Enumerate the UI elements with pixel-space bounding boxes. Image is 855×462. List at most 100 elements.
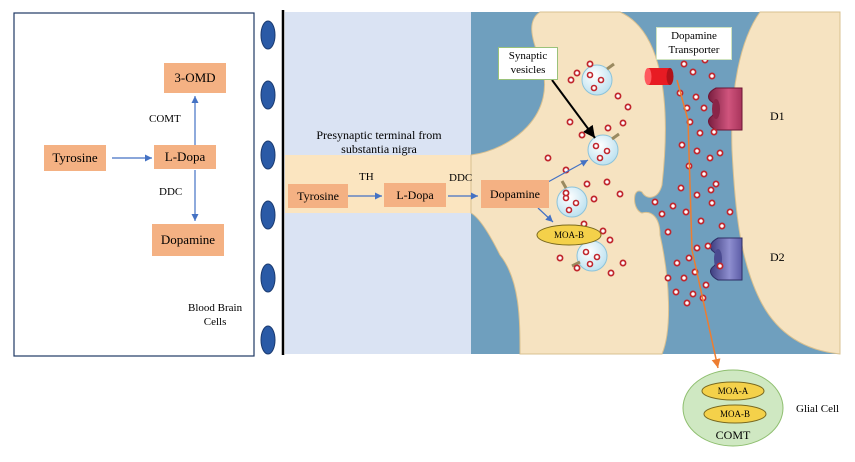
- dopamine-molecule: [682, 208, 690, 216]
- vesicles-label-line1: Synaptic: [508, 50, 548, 62]
- dopamine-molecule: [716, 149, 724, 157]
- arrow-dopamine-vesicle: [547, 159, 589, 183]
- dopamine-molecule: [607, 269, 615, 277]
- bbb-label-line1: Blood Brain: [188, 302, 243, 314]
- dopamine-molecule: [693, 244, 701, 252]
- dopamine-molecule: [619, 119, 627, 127]
- dopamine-molecule: [556, 254, 564, 262]
- th-label: TH: [359, 171, 374, 183]
- dopamine-molecule: [651, 198, 659, 206]
- dopamine-molecule: [689, 290, 697, 298]
- glial-cell-label: Glial Cell: [796, 403, 840, 415]
- uptake-line: [676, 79, 721, 369]
- arrow-dopamine-moab: [537, 207, 554, 223]
- synaptic-vesicles: [556, 62, 620, 272]
- d1-receptor: [708, 87, 743, 131]
- dopamine-molecule: [567, 76, 575, 84]
- transporter-label: Dopamine Transporter: [656, 27, 732, 60]
- presynaptic-title-line2: substantia nigra: [341, 142, 417, 156]
- vesicles-label: Synaptic vesicles: [498, 47, 558, 80]
- ldopa-box: L-Dopa: [154, 145, 216, 169]
- d2-receptor: [710, 237, 743, 281]
- dopamine-molecule: [562, 189, 570, 197]
- dopamine-molecule: [710, 128, 718, 136]
- dopamine-molecule: [578, 131, 586, 139]
- dopamine-molecule: [685, 254, 693, 262]
- dopamine-molecule: [693, 191, 701, 199]
- blood-brain-cells-label: Blood Brain Cells: [188, 301, 242, 329]
- glial-moa-b: [703, 404, 767, 424]
- dopamine-molecules: [544, 56, 734, 307]
- dopamine-molecule: [664, 274, 672, 282]
- d2-label: D2: [770, 250, 785, 264]
- dopamine-molecule: [718, 222, 726, 230]
- dopamine-molecule: [678, 141, 686, 149]
- dopamine-molecule: [707, 186, 715, 194]
- dopamine-molecule: [573, 264, 581, 272]
- dopamine-molecule: [669, 202, 677, 210]
- presynaptic-title: Presynaptic terminal from substantia nig…: [292, 128, 466, 156]
- dopamine-molecule: [683, 299, 691, 307]
- dopamine-molecule: [708, 199, 716, 207]
- dopamine-molecule: [614, 92, 622, 100]
- dopamine-molecule: [712, 180, 720, 188]
- dopamine-molecule: [604, 124, 612, 132]
- pre-dopamine-box: Dopamine: [481, 180, 549, 208]
- dopamine-molecule: [619, 259, 627, 267]
- dopamine-molecule: [706, 154, 714, 162]
- transporter-label-line1: Dopamine: [671, 30, 717, 42]
- pre-ddc-label: DDC: [449, 172, 473, 184]
- dopamine-molecule: [544, 154, 552, 162]
- glial-moa-a-label: MOA-A: [717, 386, 749, 396]
- dopamine-molecule: [624, 103, 632, 111]
- dopamine-molecule: [664, 228, 672, 236]
- dopamine-molecule: [603, 178, 611, 186]
- dopamine-molecule: [696, 129, 704, 137]
- dopamine-molecule: [673, 259, 681, 267]
- presynaptic-title-line1: Presynaptic terminal from: [316, 128, 442, 142]
- d1-label: D1: [770, 109, 785, 123]
- dopamine-molecule: [590, 195, 598, 203]
- ddc-label: DDC: [159, 186, 183, 198]
- moa-b-label: MOA-B: [553, 230, 584, 240]
- dopamine-molecule: [697, 217, 705, 225]
- transporter-label-line2: Transporter: [668, 44, 720, 56]
- dopamine-transporter: [644, 68, 674, 85]
- dopamine-molecule: [586, 60, 594, 68]
- omd-box: 3-OMD: [164, 63, 226, 93]
- comt-label: COMT: [149, 113, 181, 125]
- blood-brain-cells: [260, 20, 276, 355]
- dopamine-molecule: [677, 184, 685, 192]
- dopamine-molecule: [693, 147, 701, 155]
- dopamine-molecule: [680, 60, 688, 68]
- bbb-label-line2: Cells: [203, 316, 227, 328]
- dopamine-molecule: [689, 68, 697, 76]
- dopamine-molecule: [716, 262, 724, 270]
- dopamine-molecule: [658, 210, 666, 218]
- postsynaptic-neuron: [731, 11, 841, 355]
- glial-comt-label: COMT: [715, 428, 751, 442]
- dopamine-molecule: [680, 274, 688, 282]
- dopamine-molecule: [573, 69, 581, 77]
- dopamine-molecule: [702, 281, 710, 289]
- dopamine-molecule: [606, 236, 614, 244]
- dopamine-molecule: [583, 180, 591, 188]
- tyrosine-box: Tyrosine: [44, 145, 106, 171]
- dopamine-molecule: [700, 170, 708, 178]
- dopamine-molecule: [708, 72, 716, 80]
- dopamine-molecule: [704, 242, 712, 250]
- moa-b-enzyme: [536, 224, 602, 246]
- dopamine-molecule: [599, 227, 607, 235]
- dopamine-molecule: [700, 104, 708, 112]
- glial-moa-a: [701, 381, 765, 401]
- arrow-vesicles-label: [551, 79, 596, 139]
- vesicles-label-line2: vesicles: [510, 64, 546, 76]
- pre-tyrosine-box: Tyrosine: [288, 184, 348, 208]
- dopamine-molecule: [692, 93, 700, 101]
- dopamine-molecule: [672, 288, 680, 296]
- pre-ldopa-box: L-Dopa: [384, 183, 446, 207]
- dopamine-molecule: [616, 190, 624, 198]
- dopamine-molecule: [566, 118, 574, 126]
- dopamine-molecule: [726, 208, 734, 216]
- dopamine-box: Dopamine: [152, 224, 224, 256]
